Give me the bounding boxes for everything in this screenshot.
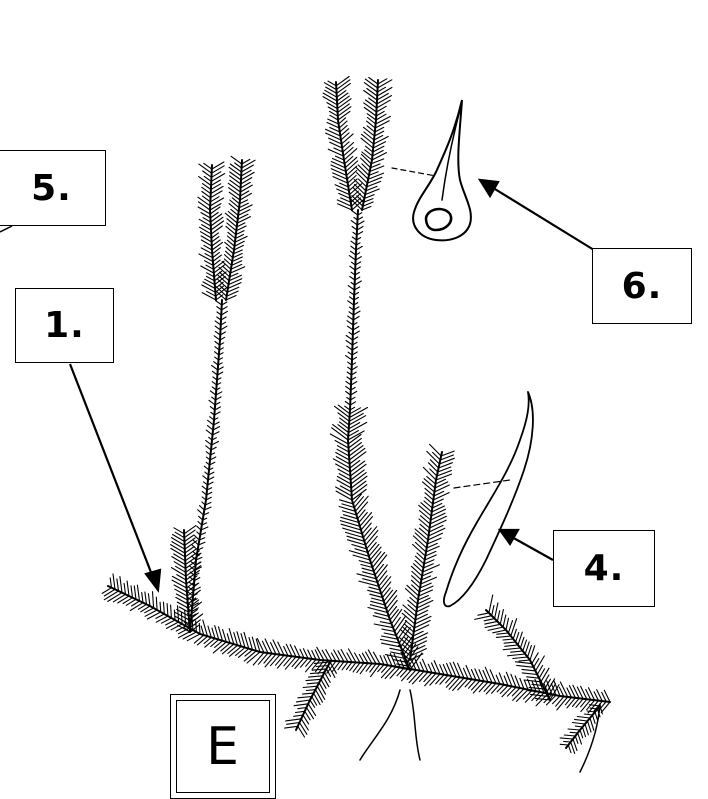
pointer-arrows	[0, 180, 594, 590]
label-5-box: 5.	[0, 150, 106, 226]
arrow-5-line	[0, 226, 12, 232]
arrow-4-line	[510, 536, 553, 560]
arrow-1-line	[70, 364, 154, 580]
sporangium	[426, 209, 451, 230]
label-1-box: 1.	[15, 288, 114, 363]
label-6-text: 6.	[622, 266, 663, 307]
roots	[360, 690, 600, 772]
left-stalk	[184, 300, 227, 632]
central-stalk	[345, 210, 364, 410]
arrow-1-head	[146, 570, 160, 590]
panel-label-box: E	[170, 694, 276, 799]
plant-drawing	[102, 77, 610, 773]
label-4-text: 4.	[584, 548, 625, 589]
label-4-box: 4.	[553, 530, 655, 607]
arrow-4-head	[500, 530, 518, 544]
label-5-text: 5.	[31, 168, 72, 209]
label-1-text: 1.	[44, 305, 85, 346]
top-cone-a	[323, 77, 364, 211]
left-cone-b	[216, 156, 255, 300]
panel-label-inner: E	[176, 700, 270, 793]
lower-right-branch	[475, 595, 559, 700]
panel-label-text: E	[206, 717, 240, 777]
dashed-leader-6	[392, 168, 436, 176]
arrow-6-line	[490, 186, 594, 250]
leaf-detail	[444, 392, 533, 606]
top-cone-b	[350, 78, 392, 211]
right-upright-branch	[398, 444, 454, 660]
arrow-6-head	[480, 180, 498, 196]
sporophyll-midrib	[442, 110, 460, 200]
central-branch	[330, 405, 422, 670]
lower-branch-left	[285, 662, 337, 737]
label-6-box: 6.	[592, 248, 692, 324]
